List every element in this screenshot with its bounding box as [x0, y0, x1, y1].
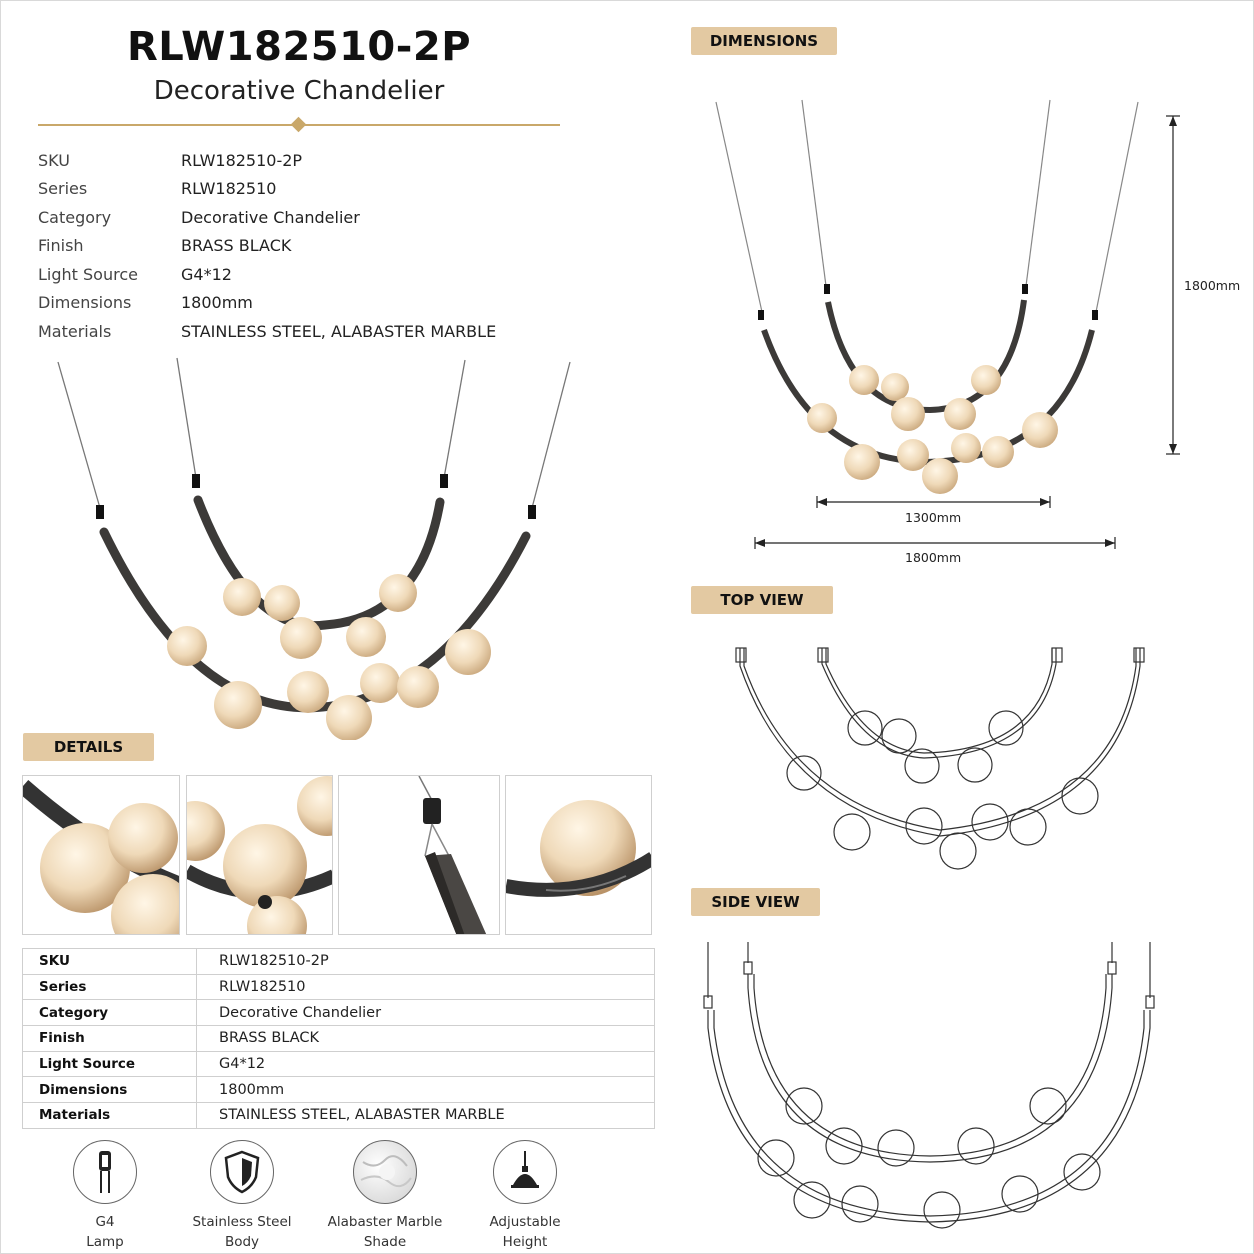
spec-key: Materials [38, 321, 112, 341]
feature-label-line1: Adjustable [489, 1214, 561, 1230]
detail-thumb-globes [22, 775, 180, 935]
table-key: Materials [22, 1102, 197, 1129]
table-value: G4*12 [196, 1050, 655, 1078]
table-row: Materials STAINLESS STEEL, ALABASTER MAR… [22, 1102, 655, 1129]
feature-g4-lamp: G4 Lamp [30, 1140, 180, 1252]
table-row: Finish BRASS BLACK [22, 1025, 655, 1052]
spec-value: Decorative Chandelier [181, 207, 360, 227]
table-key: Dimensions [22, 1076, 197, 1104]
chandelier-main-image [57, 357, 571, 740]
outer-width-label: 1800mm [905, 550, 962, 565]
table-value: Decorative Chandelier [196, 999, 655, 1027]
feature-label-line1: G4 [95, 1214, 115, 1230]
spec-row-finish: Finish BRASS BLACK [38, 232, 568, 261]
table-key: Category [22, 999, 197, 1027]
detail-thumb-clamp [338, 775, 500, 935]
feature-adjustable-height: Adjustable Height [450, 1140, 600, 1252]
spec-key: Light Source [38, 264, 138, 284]
table-value: BRASS BLACK [196, 1025, 655, 1052]
table-row: Dimensions 1800mm [22, 1076, 655, 1104]
table-row: Category Decorative Chandelier [22, 999, 655, 1027]
marble-texture-icon [353, 1140, 417, 1204]
spec-key: Series [38, 179, 88, 199]
table-row: Series RLW182510 [22, 973, 655, 1001]
spec-value: 1800mm [181, 293, 253, 313]
feature-label-line2: Height [502, 1234, 548, 1250]
feature-label-line1: Stainless Steel [192, 1214, 292, 1230]
dimensions-drawing [715, 99, 1180, 549]
feature-label-line2: Shade [363, 1234, 407, 1250]
table-key: SKU [22, 948, 197, 975]
side-view-tag: SIDE VIEW [691, 888, 820, 916]
feature-label-line2: Lamp [86, 1234, 124, 1250]
table-value: 1800mm [196, 1076, 655, 1104]
spec-row-series: Series RLW182510 [38, 175, 568, 204]
spec-value: RLW182510 [181, 179, 277, 199]
inner-width-label: 1300mm [905, 510, 962, 525]
product-subtitle: Decorative Chandelier [153, 76, 445, 106]
top-view-drawing [735, 647, 1145, 870]
spec-row-category: Category Decorative Chandelier [38, 203, 568, 232]
spec-row-materials: Materials STAINLESS STEEL, ALABASTER MAR… [38, 317, 568, 346]
spec-key: Category [38, 207, 112, 227]
detail-globes-image [23, 779, 179, 934]
spec-value: BRASS BLACK [181, 236, 292, 256]
spec-key: SKU [38, 150, 70, 170]
spec-list: SKU RLW182510-2P Series RLW182510 Catego… [38, 146, 568, 346]
shield-icon [210, 1140, 274, 1204]
spec-row-light-source: Light Source G4*12 [38, 260, 568, 289]
pendant-height-icon [493, 1140, 557, 1204]
spec-row-sku: SKU RLW182510-2P [38, 146, 568, 175]
feature-stainless-steel: Stainless Steel Body [167, 1140, 317, 1252]
table-row: SKU RLW182510-2P [22, 948, 655, 975]
spec-table: SKU RLW182510-2P Series RLW182510 Catego… [22, 948, 655, 1129]
table-value: RLW182510 [196, 973, 655, 1001]
table-value: RLW182510-2P [196, 948, 655, 975]
spec-key: Finish [38, 236, 84, 256]
spec-key: Dimensions [38, 293, 132, 313]
detail-clamp-image [418, 776, 487, 934]
feature-alabaster-marble: Alabaster Marble Shade [310, 1140, 460, 1252]
feature-label-line2: Body [224, 1234, 260, 1250]
top-view-tag: TOP VIEW [691, 586, 833, 614]
feature-label-line1: Alabaster Marble [327, 1214, 443, 1230]
detail-band-image [506, 800, 651, 897]
table-key: Finish [22, 1025, 197, 1052]
g4-lamp-icon [73, 1140, 137, 1204]
dimensions-tag: DIMENSIONS [691, 27, 837, 55]
table-row: Light Source G4*12 [22, 1050, 655, 1078]
detail-socket-image [187, 776, 332, 934]
spec-value: G4*12 [181, 264, 232, 284]
detail-thumb-socket [186, 775, 333, 935]
table-value: STAINLESS STEEL, ALABASTER MARBLE [196, 1102, 655, 1129]
table-key: Series [22, 973, 197, 1001]
side-view-drawing [703, 942, 1155, 1229]
height-dimension-label: 1800mm [1184, 278, 1241, 293]
spec-row-dimensions: Dimensions 1800mm [38, 289, 568, 318]
detail-thumb-band [505, 775, 652, 935]
details-tag: DETAILS [23, 733, 154, 761]
spec-value: STAINLESS STEEL, ALABASTER MARBLE [181, 321, 497, 341]
spec-value: RLW182510-2P [181, 150, 303, 170]
product-title: RLW182510-2P [126, 24, 472, 70]
table-key: Light Source [22, 1050, 197, 1078]
